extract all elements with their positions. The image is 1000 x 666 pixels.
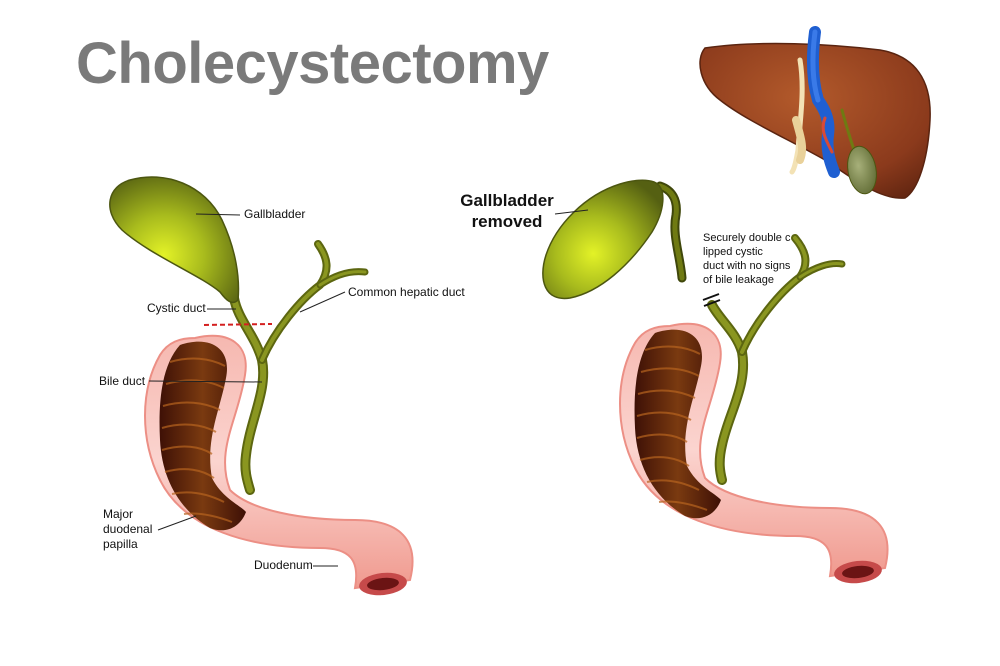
label-gallbladder-removed-2: removed	[471, 212, 543, 231]
leader-line-removed	[554, 209, 589, 215]
duodenum-left	[144, 334, 414, 596]
label-clip-note-4: of bile leakage	[703, 274, 774, 286]
label-clip-note-1: Securely double c	[703, 232, 791, 244]
cut-line	[203, 323, 273, 326]
duct-clips	[702, 293, 721, 307]
gallbladder-left	[109, 176, 240, 304]
label-gallbladder: Gallbladder	[244, 207, 306, 221]
label-major-duodenal-papilla-3: papilla	[103, 537, 138, 551]
label-clip-note-2: lipped cystic	[703, 246, 763, 258]
liver-inset	[699, 26, 931, 199]
label-duodenum: Duodenum	[254, 558, 313, 572]
label-major-duodenal-papilla-1: Major	[103, 507, 134, 521]
page-title: Cholecystectomy	[76, 31, 549, 96]
bile-ducts-left	[229, 240, 369, 495]
label-cystic-duct: Cystic duct	[147, 301, 206, 315]
removed-gallbladder	[542, 179, 687, 300]
duodenum-right	[619, 322, 889, 584]
label-major-duodenal-papilla-2: duodenal	[103, 522, 153, 536]
label-clip-note-3: duct with no signs	[703, 260, 791, 272]
right-illustration	[542, 26, 931, 584]
leader-lines-left	[148, 213, 346, 567]
label-common-hepatic-duct: Common hepatic duct	[348, 285, 465, 299]
label-bile-duct: Bile duct	[99, 374, 146, 388]
label-gallbladder-removed-1: Gallbladder	[460, 191, 554, 210]
left-illustration	[109, 176, 414, 596]
bile-ducts-right	[707, 234, 846, 485]
